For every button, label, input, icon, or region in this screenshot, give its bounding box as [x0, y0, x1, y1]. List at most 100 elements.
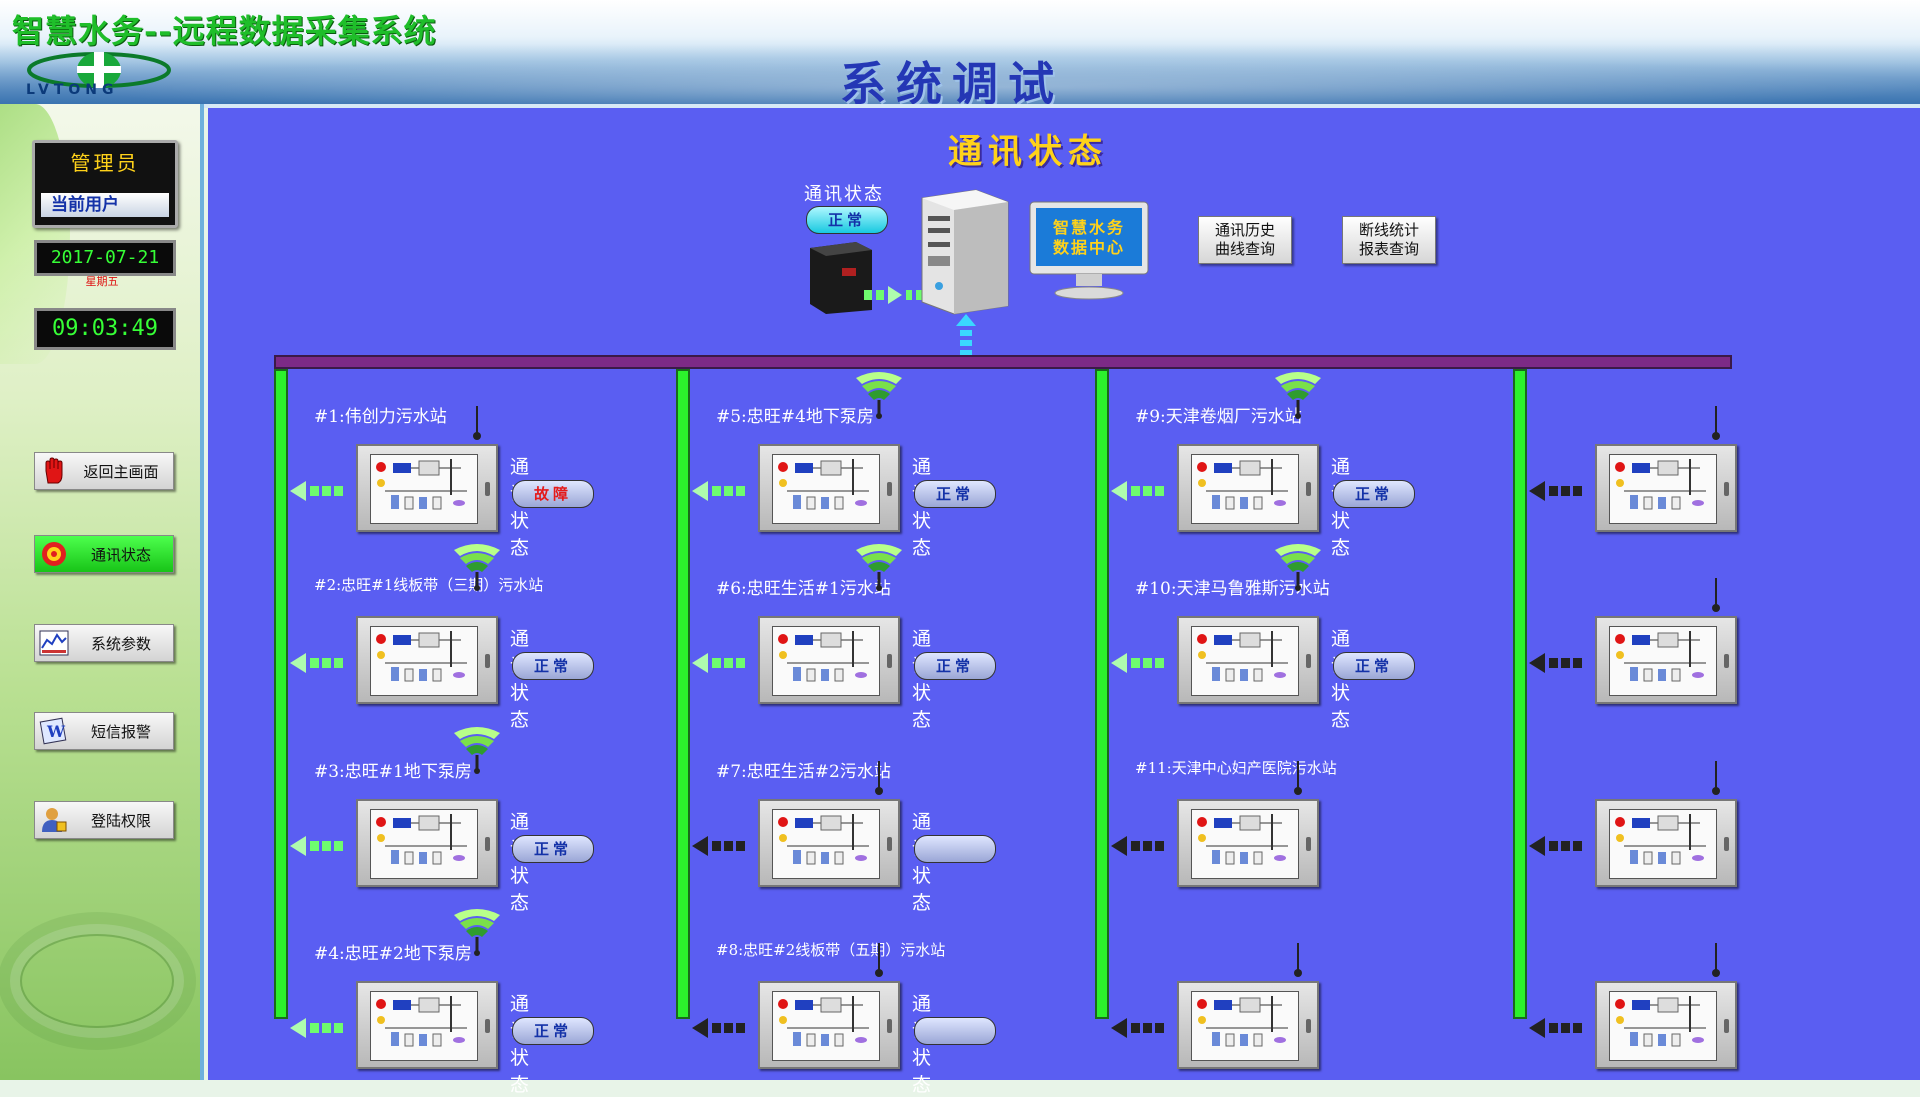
device-screen	[772, 454, 880, 524]
disconnect-report-query-button[interactable]: 断线统计 报表查询	[1342, 216, 1436, 264]
plc-device-panel[interactable]	[1595, 799, 1737, 887]
plc-device-panel[interactable]	[1177, 616, 1319, 704]
plc-device-panel[interactable]	[356, 444, 498, 532]
station-title: #2:忠旺#1线板带（三期）污水站	[314, 576, 544, 594]
wifi-signal-icon	[454, 727, 500, 774]
user-lock-icon	[39, 805, 69, 835]
plc-device-panel[interactable]	[1177, 444, 1319, 532]
wifi-signal-icon	[1275, 544, 1321, 591]
query-line1: 通讯历史	[1214, 221, 1275, 239]
wifi-signal-icon	[856, 372, 902, 419]
station-title: #6:忠旺生活#1污水站	[716, 579, 891, 599]
plc-device-panel[interactable]	[1177, 981, 1319, 1069]
data-flow-arrow	[692, 481, 745, 501]
user-label: 当前用户	[41, 193, 169, 217]
data-flow-arrow	[290, 653, 343, 673]
device-screen	[370, 809, 478, 879]
device-screen	[772, 809, 880, 879]
comm-status-pill: 正常	[512, 1017, 594, 1045]
device-handle	[887, 654, 892, 668]
query-line1: 断线统计	[1358, 221, 1419, 239]
station-title: #9:天津卷烟厂污水站	[1135, 407, 1302, 427]
device-handle	[1306, 654, 1311, 668]
network-bus	[274, 355, 1732, 369]
antenna-icon	[1712, 761, 1720, 795]
comm-history-query-button[interactable]: 通讯历史 曲线查询	[1198, 216, 1292, 264]
plc-device-panel[interactable]	[1595, 616, 1737, 704]
station-bus-line	[676, 369, 690, 1019]
device-handle	[1724, 1019, 1729, 1033]
comm-status-pill: 正常	[512, 652, 594, 680]
monitor-line1: 智慧水务	[1052, 218, 1125, 237]
comm-status-pill: 正常	[914, 652, 996, 680]
data-flow-arrow	[290, 481, 343, 501]
device-handle	[887, 837, 892, 851]
plc-device-panel[interactable]	[1177, 799, 1319, 887]
header-divider	[0, 104, 1920, 108]
current-user-panel: 管理员 当前用户	[32, 140, 178, 228]
nav-login-permission-button[interactable]: 登陆权限	[34, 801, 174, 839]
device-handle	[1724, 482, 1729, 496]
weekday-label: 星期五	[85, 275, 119, 288]
device-handle	[1306, 837, 1311, 851]
station-title: #11:天津中心妇产医院污水站	[1135, 759, 1337, 777]
device-handle	[485, 837, 490, 851]
device-screen	[1609, 809, 1717, 879]
nav-return-main-button[interactable]: 返回主画面	[34, 452, 174, 490]
comm-status-pill: 正常	[1333, 652, 1415, 680]
antenna-icon	[1712, 943, 1720, 977]
header-wave	[0, 44, 1920, 104]
plc-device-panel[interactable]	[356, 981, 498, 1069]
device-screen	[1609, 454, 1717, 524]
data-flow-arrow	[1111, 836, 1164, 856]
server-comm-label: 通讯状态	[804, 184, 884, 205]
device-screen	[1191, 991, 1299, 1061]
device-screen	[370, 991, 478, 1061]
plc-device-panel[interactable]	[758, 981, 900, 1069]
data-flow-arrow	[1111, 653, 1164, 673]
nav-label: 登陆权限	[90, 811, 151, 830]
plc-device-panel[interactable]	[1595, 444, 1737, 532]
station-title: #1:伟创力污水站	[314, 407, 447, 427]
date-display: 2017-07-21	[34, 240, 176, 276]
device-handle	[1724, 654, 1729, 668]
section-title: 通讯状态	[948, 132, 1108, 172]
station-title: #10:天津马鲁雅斯污水站	[1135, 579, 1330, 599]
device-screen	[1609, 626, 1717, 696]
device-handle	[1724, 837, 1729, 851]
comm-status-pill: 正常	[512, 835, 594, 863]
data-flow-arrow	[1529, 1018, 1582, 1038]
plc-device-panel[interactable]	[758, 799, 900, 887]
plc-device-panel[interactable]	[758, 616, 900, 704]
antenna-icon	[1712, 406, 1720, 440]
logo-text: LVTONG	[26, 82, 119, 98]
title-bar: 智慧水务--远程数据采集系统 LVTONG 系统调试	[0, 0, 1920, 104]
nav-label: 短信报警	[90, 722, 151, 741]
server-status-pill: 正常	[806, 206, 888, 234]
svg-text:W: W	[46, 722, 66, 741]
device-screen	[1191, 454, 1299, 524]
wifi-signal-icon	[856, 544, 902, 591]
header-highlight	[0, 52, 1920, 104]
device-screen	[370, 626, 478, 696]
plc-device-panel[interactable]	[356, 616, 498, 704]
station-title: #7:忠旺生活#2污水站	[716, 762, 891, 782]
comm-status-pill: 正常	[1333, 480, 1415, 508]
plc-device-panel[interactable]	[758, 444, 900, 532]
nav-sms-alarm-button[interactable]: W 短信报警	[34, 712, 174, 750]
wifi-signal-icon	[1275, 372, 1321, 419]
server-icon	[921, 189, 1009, 315]
plc-device-panel[interactable]	[1595, 981, 1737, 1069]
nav-comm-status-button[interactable]: 通讯状态	[34, 535, 174, 573]
nav-label: 通讯状态	[90, 545, 151, 564]
station-bus-line	[1095, 369, 1109, 1019]
logo-icon	[27, 52, 171, 88]
nav-system-params-button[interactable]: 系统参数	[34, 624, 174, 662]
data-flow-arrow	[692, 836, 745, 856]
data-flow-arrow	[1529, 653, 1582, 673]
plc-device-panel[interactable]	[356, 799, 498, 887]
antenna-icon	[1294, 761, 1302, 795]
antenna-icon	[473, 406, 481, 440]
time-display: 09:03:49	[34, 308, 176, 350]
main-panel: 通讯状态 通讯状态 正常 智慧水务 数据中心 通讯历史	[208, 108, 1920, 1096]
